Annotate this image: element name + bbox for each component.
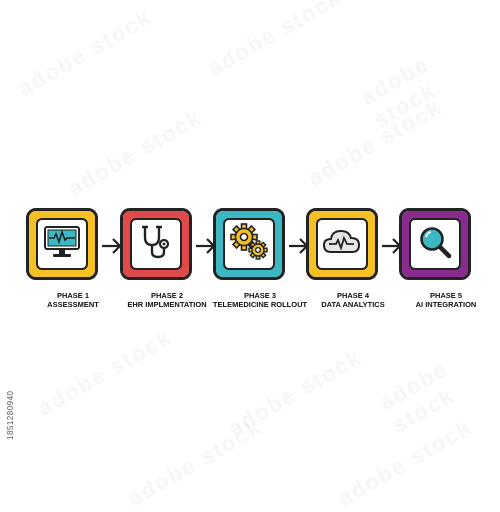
stock-id: 1851280940 <box>6 390 15 441</box>
phase-3-title: PHASE 3 <box>243 291 277 300</box>
phase-1-subtitle: ASSESSMENT <box>47 300 99 309</box>
magnifier-icon <box>417 224 453 265</box>
phase-2-frame <box>120 208 192 280</box>
phase-4-title: PHASE 4 <box>336 291 370 300</box>
phase-1-frame <box>26 208 98 280</box>
phase-4-frame <box>306 208 378 280</box>
monitor-heartbeat-icon <box>43 225 81 264</box>
phase-1-label: PHASE 1 ASSESSMENT <box>13 291 133 309</box>
phase-5-label: PHASE 5 AI INTEGRATION <box>386 291 500 309</box>
phase-3-label: PHASE 3 TELEMEDICINE ROLLOUT <box>200 291 320 309</box>
cloud-pulse-icon <box>322 227 362 262</box>
phase-2-title: PHASE 2 <box>150 291 184 300</box>
phase-4-label: PHASE 4 DATA ANALYTICS <box>293 291 413 309</box>
stethoscope-icon <box>137 223 175 266</box>
phase-3-frame <box>213 208 285 280</box>
phase-2-label: PHASE 2 EHR IMPLMENTATION <box>107 291 227 309</box>
gears-icon <box>229 222 269 267</box>
phase-5-subtitle: AI INTEGRATION <box>415 300 477 309</box>
phase-2-subtitle: EHR IMPLMENTATION <box>127 300 207 309</box>
phase-5-title: PHASE 5 <box>429 291 463 300</box>
phase-3-subtitle: TELEMEDICINE ROLLOUT <box>212 300 308 309</box>
phase-diagram: PHASE 1 ASSESSMENT <box>13 208 500 309</box>
phase-4-subtitle: DATA ANALYTICS <box>321 300 385 309</box>
phase-1-title: PHASE 1 <box>56 291 90 300</box>
phase-5-frame <box>399 208 471 280</box>
